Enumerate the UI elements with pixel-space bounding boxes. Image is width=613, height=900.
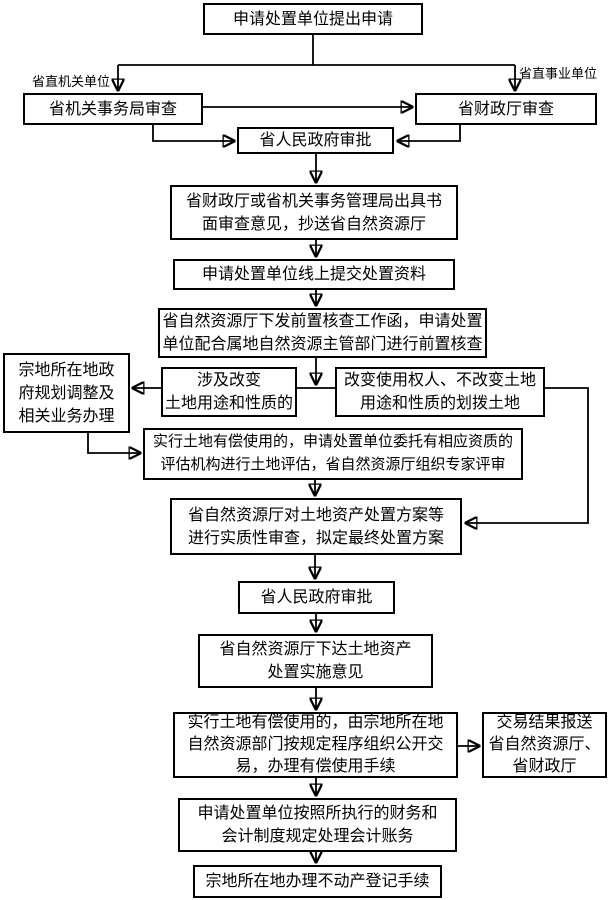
node-org-affairs-review: 省机关事务局审查 (23, 93, 203, 125)
node-online-submission: 申请处置单位线上提交处置资料 (173, 259, 455, 290)
node-accounting: 申请处置单位按照所执行的财务和 会计制度规定处理会计账务 (178, 798, 457, 852)
node-finance-review: 省财政厅审查 (415, 93, 597, 125)
node-land-evaluation: 实行土地有偿使用的，申请处置单位委托有相应资质的 评估机构进行土地评估，省自然资… (143, 428, 523, 480)
node-registration: 宗地所在地办理不动产登记手续 (193, 865, 442, 898)
edge-fin-to-gov1 (398, 125, 461, 141)
node-precheck: 省自然资源厅下发前置核查工作函，申请处置 单位配合属地自然资源主管部门进行前置核… (158, 308, 487, 358)
branch-label-gov-org: 省直机关单位 (32, 74, 111, 89)
node-open-trade: 实行土地有偿使用的，由宗地所在地 自然资源部门按规定程序组织公开交 易，办理有偿… (173, 712, 458, 778)
node-substantive-review: 省自然资源厅对土地资产处置方案等 进行实质性审查，拟定最终处置方案 (170, 498, 462, 555)
node-gov-approval-2: 省人民政府审批 (238, 581, 395, 614)
node-planning-adjust: 宗地所在地政 府规划调整及 相关业务办理 (3, 353, 130, 433)
node-trade-result-report: 交易结果报送 省自然资源厅、 省财政厅 (482, 712, 607, 778)
node-no-use-change: 改变使用权人、不改变土地 用途和性质的划拨土地 (335, 367, 545, 417)
node-written-opinion: 省财政厅或省机关事务管理局出具书 面审查意见，抄送省自然资源厅 (170, 185, 458, 240)
node-apply-request: 申请处置单位提出申请 (203, 3, 423, 35)
edge-org-to-gov1 (152, 125, 234, 141)
node-use-change: 涉及改变 土地用途和性质的 (161, 367, 297, 417)
edge-planning-to-eval (87, 433, 140, 453)
node-gov-approval-1: 省人民政府审批 (237, 127, 394, 154)
branch-label-institution: 省直事业单位 (519, 66, 598, 81)
node-implementation-opinion: 省自然资源厅下达土地资产 处置实施意见 (198, 634, 433, 688)
